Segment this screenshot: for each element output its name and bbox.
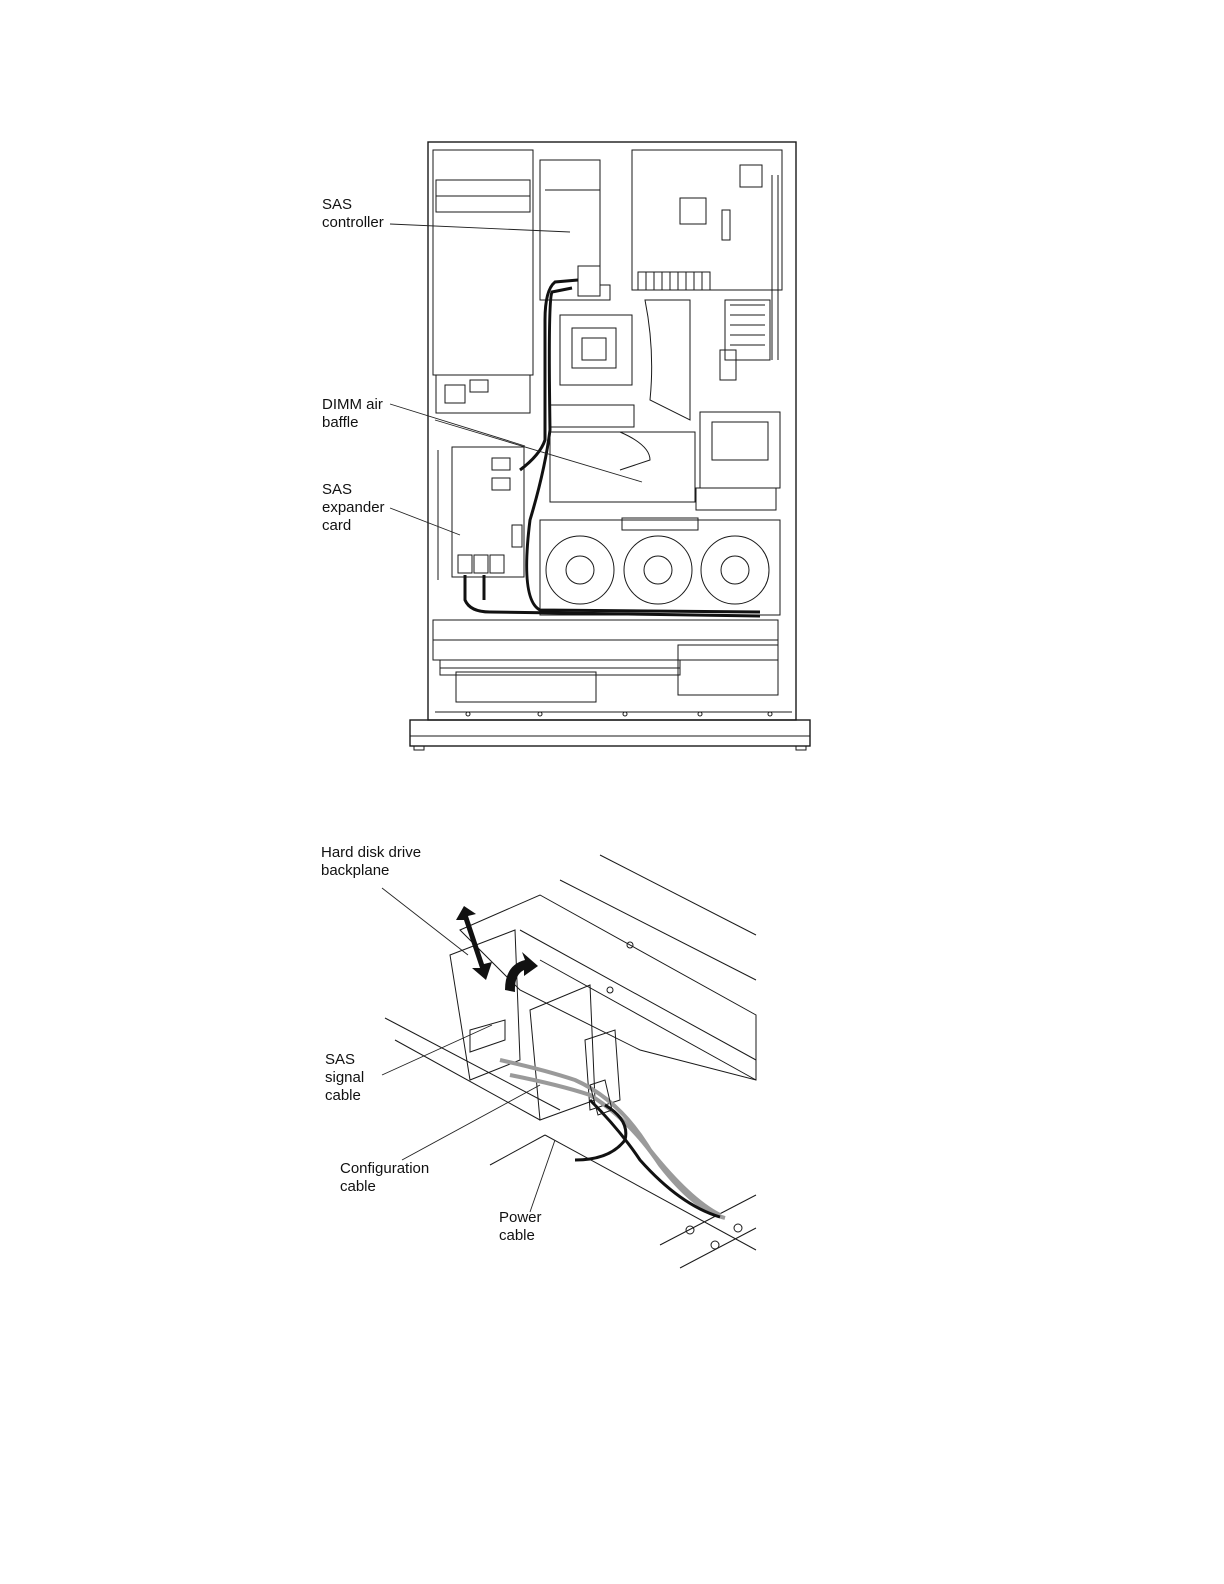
leader-hdd-backplane xyxy=(382,888,468,955)
label-hdd-backplane: Hard disk drive backplane xyxy=(321,844,421,880)
label-configuration-cable: Configuration cable xyxy=(340,1160,429,1196)
label-sas-signal-cable: SAS signal cable xyxy=(325,1051,364,1105)
rotate-arrow xyxy=(505,952,538,992)
label-power-cable: Power cable xyxy=(499,1209,542,1245)
leader-power xyxy=(530,1140,555,1212)
sas-signal-cable-path xyxy=(500,1060,720,1215)
lift-arrow xyxy=(456,906,492,980)
